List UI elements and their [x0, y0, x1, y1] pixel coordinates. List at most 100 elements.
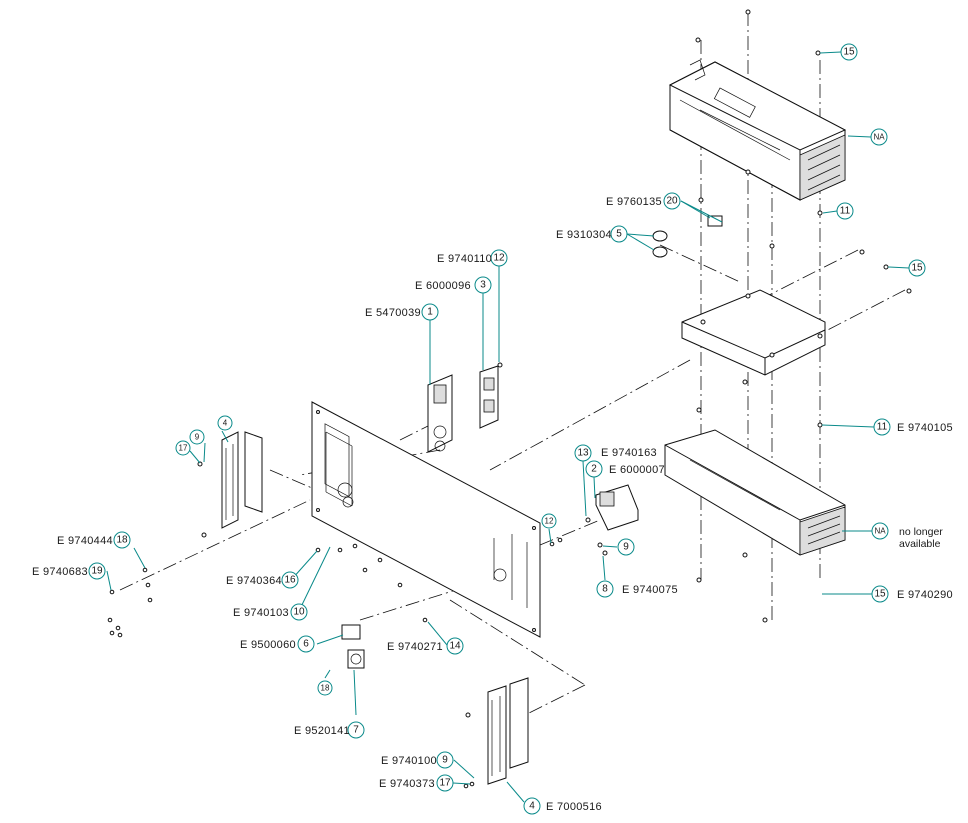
- svg-text:6: 6: [303, 639, 309, 650]
- svg-text:NA: NA: [874, 527, 886, 536]
- part-label: E 9740100: [381, 755, 437, 767]
- balloon: 20: [663, 192, 681, 210]
- leader-lines: [106, 51, 910, 803]
- part-label: E 9520141: [294, 725, 350, 737]
- balloon: 8: [596, 580, 614, 598]
- svg-text:7: 7: [353, 725, 359, 736]
- svg-text:9: 9: [623, 542, 629, 553]
- small-bracket: [479, 362, 503, 429]
- balloon: 12: [490, 249, 508, 267]
- svg-text:9: 9: [442, 755, 448, 766]
- part-label: E 9740075: [622, 584, 678, 596]
- balloon: 16: [281, 571, 299, 589]
- balloon: 3: [474, 276, 492, 294]
- svg-text:15: 15: [874, 589, 886, 600]
- svg-text:1: 1: [427, 307, 433, 318]
- balloon: 15: [908, 259, 926, 277]
- lower-chassis: [664, 422, 846, 623]
- svg-text:16: 16: [284, 575, 296, 586]
- svg-text:12: 12: [545, 517, 554, 526]
- bottom-connector: [465, 677, 529, 785]
- balloon: 1: [421, 303, 439, 321]
- balloon: 6: [297, 635, 315, 653]
- svg-text:NA: NA: [873, 133, 885, 142]
- svg-text:17: 17: [439, 778, 451, 789]
- balloon: 2: [585, 460, 603, 478]
- svg-text:8: 8: [602, 584, 608, 595]
- note-line-1: no longer: [899, 526, 943, 538]
- balloons: 15 NA 20 5 11 15 12 3 1 4 9 17 13 2 12 9…: [88, 43, 926, 815]
- part-label: E 9740373: [379, 778, 435, 790]
- balloon: 9: [617, 538, 635, 556]
- svg-text:9: 9: [195, 433, 200, 442]
- balloon: 15: [840, 43, 858, 61]
- balloon: 11: [836, 202, 854, 220]
- svg-text:13: 13: [577, 448, 589, 459]
- part-label: E 9740105: [897, 422, 953, 434]
- part-label: E 9740110: [437, 253, 492, 265]
- part-label: E 9740444: [57, 535, 113, 547]
- front-panel: [311, 401, 541, 638]
- switch-component: [341, 624, 365, 669]
- balloon: 18: [113, 531, 131, 549]
- balloon: 12: [541, 513, 557, 529]
- svg-text:11: 11: [840, 206, 851, 217]
- svg-text:18: 18: [321, 684, 330, 693]
- mounting-bracket: [681, 249, 912, 413]
- part-label: E 6000007: [609, 464, 665, 476]
- svg-text:15: 15: [843, 47, 855, 58]
- balloon: 9: [436, 751, 454, 769]
- balloon: 4: [523, 797, 541, 815]
- balloon: 18: [317, 680, 333, 696]
- part-label: E 5470039: [365, 307, 421, 319]
- balloon: 9: [189, 429, 205, 445]
- part-label: E 6000096: [415, 280, 471, 292]
- balloon: 11: [873, 418, 891, 436]
- svg-text:10: 10: [293, 607, 305, 618]
- svg-text:11: 11: [877, 422, 888, 433]
- balloon: NA: [871, 522, 889, 540]
- svg-text:18: 18: [116, 535, 128, 546]
- balloon: 14: [446, 637, 464, 655]
- balloon: 17: [436, 774, 454, 792]
- balloon: 10: [290, 603, 308, 621]
- part-label: E 9740683: [32, 566, 88, 578]
- svg-text:4: 4: [223, 419, 228, 428]
- ferrites: [652, 215, 723, 258]
- note-line-2: available: [899, 538, 941, 550]
- availability-note: no longer available: [899, 526, 943, 550]
- part-label: E 9310304: [556, 229, 612, 241]
- svg-text:12: 12: [493, 253, 505, 264]
- pcb-assembly: [427, 374, 453, 453]
- top-chassis: [668, 9, 847, 249]
- balloon: 17: [175, 440, 191, 456]
- part-number-labels: E 9760135 E 9310304 E 9740110 E 6000096 …: [32, 196, 953, 813]
- svg-text:4: 4: [529, 801, 535, 812]
- balloon: 5: [610, 225, 628, 243]
- left-connector: [197, 431, 263, 538]
- part-label: E 9500060: [240, 639, 296, 651]
- svg-text:20: 20: [666, 196, 678, 207]
- screws: [107, 537, 563, 789]
- part-label: E 9760135: [606, 196, 662, 208]
- svg-text:19: 19: [91, 566, 103, 577]
- balloon: 19: [88, 562, 106, 580]
- balloon: NA: [870, 128, 888, 146]
- svg-text:14: 14: [449, 641, 461, 652]
- relay-module: [585, 484, 639, 556]
- svg-text:5: 5: [616, 229, 622, 240]
- balloon: 15: [871, 585, 889, 603]
- part-label: E 9740103: [233, 607, 289, 619]
- part-label: E 9740163: [601, 447, 657, 459]
- balloon: 4: [217, 415, 233, 431]
- part-label: E 9740364: [226, 575, 282, 587]
- svg-text:2: 2: [591, 464, 597, 475]
- part-label: E 9740290: [897, 589, 953, 601]
- balloon: 13: [574, 444, 592, 462]
- svg-text:15: 15: [911, 263, 923, 274]
- balloon: 7: [347, 721, 365, 739]
- part-label: E 7000516: [546, 801, 602, 813]
- svg-text:17: 17: [179, 444, 188, 453]
